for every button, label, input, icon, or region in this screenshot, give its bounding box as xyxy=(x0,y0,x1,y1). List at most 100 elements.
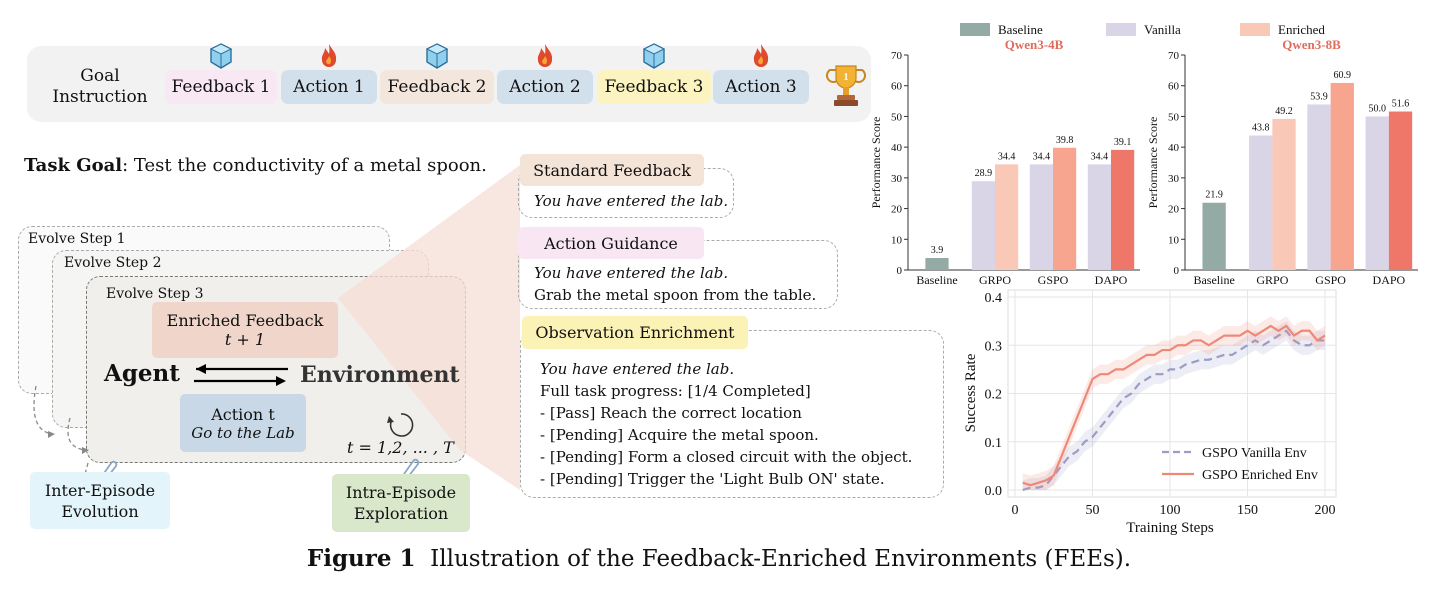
y-tick-label: 30 xyxy=(891,173,903,185)
series-line xyxy=(1022,329,1325,492)
y-axis-label: Performance Score xyxy=(1146,117,1160,209)
x-axis-label: Training Steps xyxy=(1126,520,1214,536)
y-tick-label: 0.3 xyxy=(985,339,1003,354)
data-label: 34.4 xyxy=(1091,151,1109,162)
enrichment-line: You have entered the lab. xyxy=(540,360,735,378)
legend-label: GSPO Vanilla Env xyxy=(1202,446,1307,461)
data-label: 49.2 xyxy=(1275,106,1293,117)
y-tick-label: 30 xyxy=(1168,173,1180,185)
intra-episode-line-1: Intra-Episode xyxy=(345,483,457,502)
y-tick-label: 0.0 xyxy=(985,484,1003,499)
legend-swatch xyxy=(1106,23,1136,36)
inter-episode-line-1: Inter-Episode xyxy=(44,480,156,500)
y-tick-label: 0.4 xyxy=(985,291,1003,306)
chart-title: Qwen3-4B xyxy=(1005,37,1064,52)
inter-episode-line-2: Evolution xyxy=(61,501,139,521)
x-tick-label: 150 xyxy=(1237,503,1258,518)
bar xyxy=(1087,164,1111,270)
legend-swatch xyxy=(960,23,990,36)
x-tick-label: 50 xyxy=(1086,503,1100,518)
environment-label: Environment xyxy=(300,362,460,388)
y-tick-label: 50 xyxy=(891,111,903,123)
y-tick-label: 0 xyxy=(897,265,903,277)
caption-label: Figure 1 xyxy=(306,545,416,572)
chart-title: Qwen3-8B xyxy=(1282,37,1341,52)
enrichment-line: - [Pending] Acquire the metal spoon. xyxy=(540,426,819,444)
data-label: 34.4 xyxy=(1033,151,1051,162)
data-label: 34.4 xyxy=(998,151,1016,162)
data-label: 60.9 xyxy=(1334,70,1352,81)
y-tick-label: 60 xyxy=(891,81,903,93)
enrichment-line: - [Pending] Trigger the 'Light Bulb ON' … xyxy=(540,470,885,488)
pin-icon xyxy=(101,460,118,480)
goal-instruction: Goal Instruction xyxy=(50,66,150,108)
loop-icon xyxy=(387,413,414,437)
data-label: 50.0 xyxy=(1368,103,1386,114)
fire-icon xyxy=(537,44,553,67)
y-tick-label: 60 xyxy=(1168,81,1180,93)
trajectory-step: Action 2 xyxy=(497,70,593,104)
action-guidance-line-2: Grab the metal spoon from the table. xyxy=(534,286,817,304)
data-label: 39.1 xyxy=(1114,137,1132,148)
ice-cube-icon xyxy=(209,43,233,69)
bar xyxy=(1249,135,1273,270)
inter-episode-box: Inter-Episode Evolution xyxy=(30,472,170,529)
action-label: Action t xyxy=(211,404,275,424)
enrichment-line: Full task progress: [1/4 Completed] xyxy=(540,382,811,400)
bar xyxy=(1202,202,1226,270)
evolve-step-1-label: Evolve Step 1 xyxy=(28,231,126,247)
x-tick-label: DAPO xyxy=(1095,273,1128,287)
bar xyxy=(1029,164,1053,270)
trajectory-step: Action 1 xyxy=(281,70,377,104)
x-tick-label: GSPO xyxy=(1038,273,1069,287)
fire-icon xyxy=(753,44,769,67)
data-label: 3.9 xyxy=(931,245,944,256)
legend-label: Baseline xyxy=(998,22,1043,37)
bar xyxy=(1307,104,1331,270)
y-axis-label: Success Rate xyxy=(963,353,979,432)
legend-label: GSPO Enriched Env xyxy=(1202,468,1318,483)
y-axis-label: Performance Score xyxy=(869,117,883,209)
observation-enrichment-title: Observation Enrichment xyxy=(522,316,748,349)
x-tick-label: Baseline xyxy=(1193,273,1234,287)
y-tick-label: 10 xyxy=(1168,234,1180,246)
task-goal-text: : Test the conductivity of a metal spoon… xyxy=(122,155,487,176)
fire-icon xyxy=(321,44,337,67)
y-tick-label: 0.2 xyxy=(985,388,1003,403)
ice-cube-icon xyxy=(425,43,449,69)
data-label: 39.8 xyxy=(1056,135,1074,146)
task-goal-label: Task Goal xyxy=(24,155,123,176)
legend-label: Enriched xyxy=(1278,22,1325,37)
trajectory-step: Action 3 xyxy=(713,70,809,104)
y-tick-label: 20 xyxy=(891,204,903,216)
bar xyxy=(971,181,995,270)
action-box: Action t Go to the Lab xyxy=(180,394,306,452)
data-label: 43.8 xyxy=(1252,122,1270,133)
bar xyxy=(1053,147,1077,270)
enrichment-line: - [Pass] Reach the correct location xyxy=(540,404,802,422)
bar xyxy=(1330,82,1354,270)
trajectory-step: Feedback 2 xyxy=(380,70,494,104)
y-tick-label: 20 xyxy=(1168,204,1180,216)
bar xyxy=(925,258,949,270)
pin-icon xyxy=(403,458,420,478)
data-label: 51.6 xyxy=(1392,99,1410,110)
y-tick-label: 40 xyxy=(1168,142,1180,154)
y-tick-label: 50 xyxy=(1168,111,1180,123)
ice-cube-icon xyxy=(642,43,666,69)
x-tick-label: GSPO xyxy=(1315,273,1346,287)
trophy-icon: 1 xyxy=(826,65,866,106)
standard-feedback-title: Standard Feedback xyxy=(520,154,704,186)
intra-episode-box: Intra-Episode Exploration xyxy=(332,474,470,532)
goal-line-1: Goal xyxy=(80,66,120,86)
data-label: 21.9 xyxy=(1205,190,1223,201)
intra-episode-line-2: Exploration xyxy=(353,504,449,523)
y-tick-label: 40 xyxy=(891,142,903,154)
data-label: 28.9 xyxy=(975,168,993,179)
evolve-step-2-label: Evolve Step 2 xyxy=(64,255,162,271)
svg-text:1: 1 xyxy=(844,72,849,83)
x-tick-label: DAPO xyxy=(1373,273,1406,287)
